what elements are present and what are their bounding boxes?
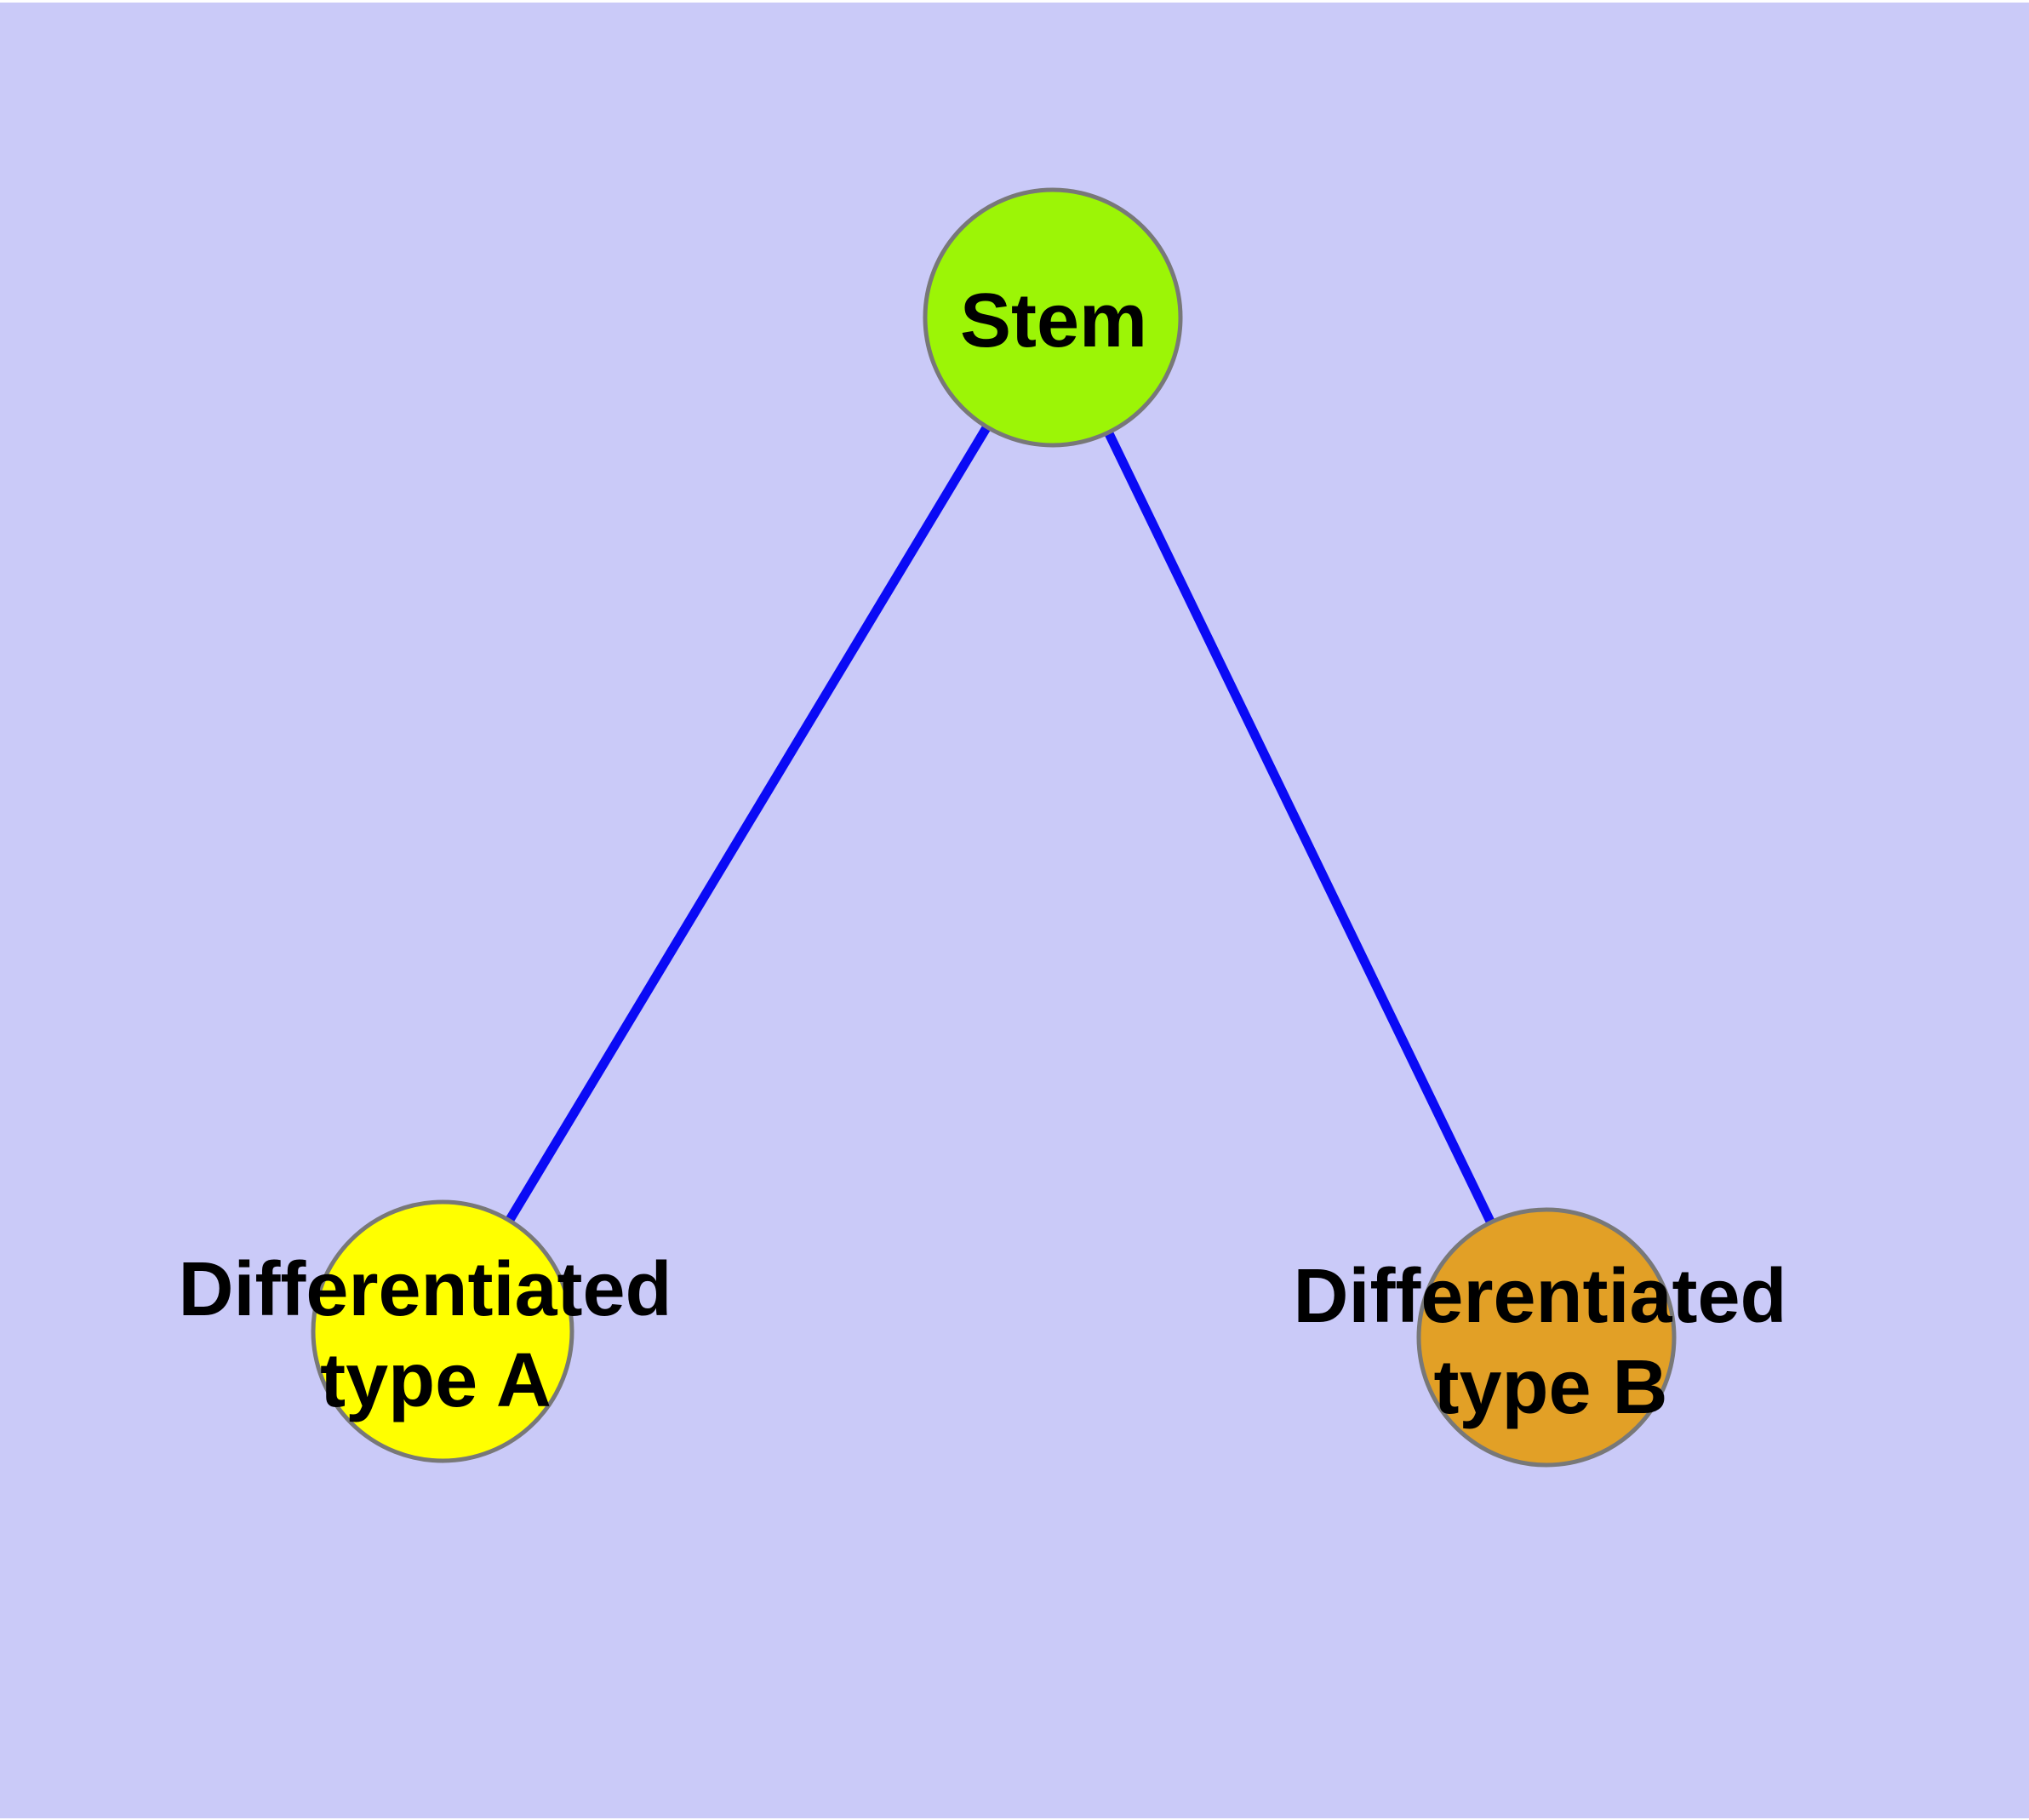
node-differentiated-type-b-label: Differentiated type B [1293,1254,1808,1430]
node-stem-label: Stem [960,278,1147,363]
node-stem [923,187,1183,448]
edge-stem-to-type-b [1049,315,1551,1340]
node-differentiated-type-b [1416,1207,1677,1468]
node-differentiated-type-a [311,1199,574,1463]
node-differentiated-type-b-label-line1: Differentiated [1293,1254,1786,1339]
node-differentiated-type-b-label-line2: type B [1433,1345,1667,1430]
edge-stem-to-type-a [438,315,1057,1334]
node-differentiated-type-a-label-line2: type A [320,1338,552,1423]
node-differentiated-type-a-label-line1: Differentiated [178,1247,672,1332]
node-differentiated-type-a-label: Differentiated type A [178,1247,693,1423]
